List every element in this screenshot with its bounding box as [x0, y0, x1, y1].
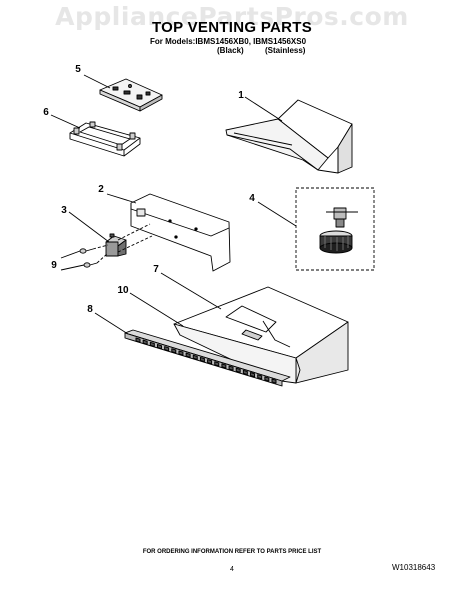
leader-dash-9a	[92, 244, 109, 250]
part-5-control-board	[99, 78, 163, 112]
ordering-note: FOR ORDERING INFORMATION REFER TO PARTS …	[142, 549, 322, 555]
part-7-vent-panel	[173, 286, 349, 384]
callout-8: 8	[87, 304, 93, 315]
page-number: 4	[230, 566, 234, 573]
part-9-screws	[79, 248, 98, 268]
page-title: TOP VENTING PARTS	[151, 19, 313, 36]
callout-4: 4	[249, 193, 255, 204]
callout-9: 9	[51, 260, 57, 271]
models-line: For Models:IBMS1456XB0, IBMS1456XS0	[150, 37, 307, 46]
part-8-grille	[124, 329, 291, 387]
callout-1: 1	[238, 90, 244, 101]
leader-dash-3b	[117, 235, 153, 253]
callout-3: 3	[61, 205, 67, 216]
leader-lines	[50, 74, 297, 335]
leader-dash-3	[117, 223, 151, 241]
leader-dash-9b	[96, 252, 109, 264]
callout-2: 2	[98, 184, 104, 195]
part-2-back-plate	[130, 193, 231, 272]
callout-6: 6	[43, 107, 49, 118]
callout-7: 7	[153, 264, 159, 275]
callout-5: 5	[75, 64, 81, 75]
document-number: W10318643	[392, 563, 436, 572]
variant-stainless-label: (Stainless)	[265, 46, 306, 55]
callout-10: 10	[117, 285, 129, 296]
part-3-switch	[105, 233, 127, 257]
variant-black-label: (Black)	[217, 46, 244, 55]
part-4-motor	[319, 207, 358, 254]
part-6-frame	[69, 121, 141, 157]
part-4-motor-box	[295, 187, 375, 271]
part-1-duct	[225, 99, 353, 174]
watermark: AppliancePartsPros.com	[55, 2, 409, 31]
